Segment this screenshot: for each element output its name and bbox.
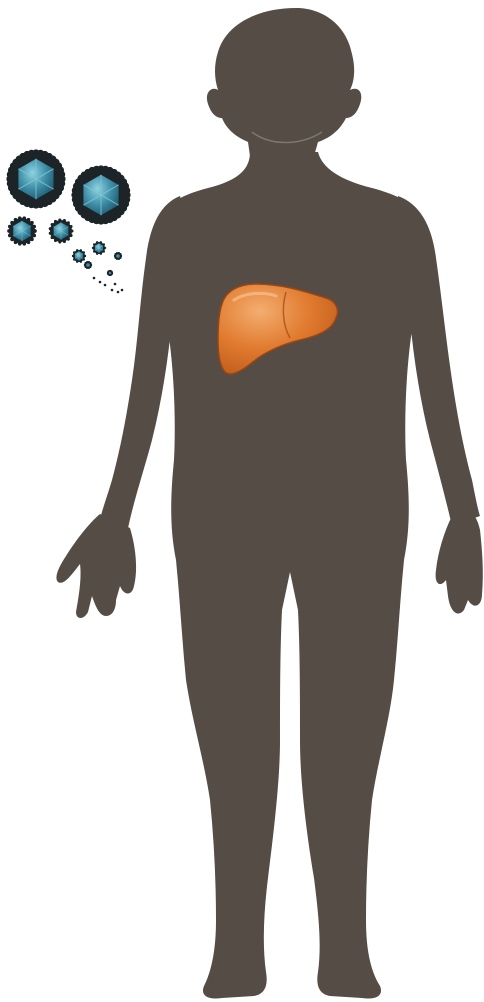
- virus-icon: [7, 216, 37, 245]
- virus-icon: [71, 165, 130, 224]
- right-arm: [396, 196, 480, 526]
- virus-icon: [114, 252, 122, 260]
- virus-icon: [49, 219, 74, 244]
- virus-icon: [84, 261, 92, 269]
- virus-speck: [104, 284, 107, 287]
- virus-speck: [93, 277, 96, 280]
- human-silhouette-icon: [56, 8, 482, 999]
- virus-speck: [117, 291, 120, 294]
- virus-speck: [114, 283, 117, 286]
- virus-speck: [111, 289, 114, 292]
- left-hand: [56, 514, 136, 618]
- virus-speck: [121, 289, 124, 292]
- right-hand: [436, 512, 483, 614]
- virus-speck: [99, 281, 102, 284]
- virus-icon: [6, 149, 65, 208]
- virus-icon: [107, 270, 113, 276]
- virus-icon: [72, 249, 86, 263]
- virus-icon: [92, 241, 106, 255]
- virus-particles: [6, 149, 130, 293]
- head: [207, 8, 361, 156]
- torso-and-legs: [147, 152, 433, 999]
